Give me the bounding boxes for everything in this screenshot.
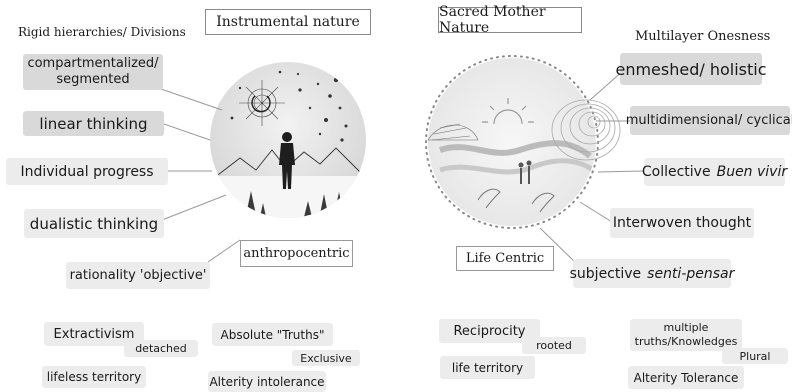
right-header-text: Sacred Mother Nature (439, 4, 581, 36)
label-rationality: rationality 'objective' (66, 262, 210, 289)
life-centric-text: Life Centric (466, 251, 544, 266)
label-multidimensional: multidimensional/ cyclical (630, 106, 790, 135)
label-linear-thinking: linear thinking (23, 111, 164, 136)
left-circle-illustration (200, 62, 380, 226)
label-absolute-truths: Absolute "Truths" (212, 323, 333, 346)
subjective-text: subjective (570, 266, 642, 282)
label-individual-progress: Individual progress (6, 158, 168, 185)
label-alterity-intolerance: Alterity intolerance (208, 371, 326, 392)
label-anthropocentric: anthropocentric (240, 240, 353, 267)
right-category: Multilayer Onesness (635, 29, 770, 44)
left-category: Rigid hierarchies/ Divisions (18, 25, 186, 39)
senti-pensar-text: senti-pensar (647, 266, 734, 282)
label-compartmentalized: compartmentalized/ segmented (23, 54, 163, 90)
right-header: Sacred Mother Nature (438, 7, 582, 33)
label-lifeless-territory: lifeless territory (42, 366, 146, 388)
label-interwoven-thought: Interwoven thought (610, 208, 754, 238)
collective-text: Collective (642, 164, 711, 180)
label-subjective: subjective senti-pensar (573, 259, 731, 288)
buen-vivir-text: Buen vivir (717, 164, 788, 180)
label-rooted: rooted (522, 337, 586, 354)
left-header: Instrumental nature (205, 9, 371, 35)
label-detached: detached (124, 340, 198, 357)
label-alterity-tolerance: Alterity Tolerance (628, 366, 744, 389)
left-header-text: Instrumental nature (216, 14, 360, 30)
label-enmeshed-holistic: enmeshed/ holistic (620, 53, 762, 85)
label-life-centric: Life Centric (456, 246, 554, 271)
anthropocentric-text: anthropocentric (243, 246, 349, 261)
label-multiple-truths: multiple truths/Knowledges (630, 319, 742, 351)
label-exclusive: Exclusive (292, 350, 360, 366)
label-collective: Collective Buen vivir (644, 158, 785, 186)
right-circle-illustration (426, 56, 620, 228)
label-life-territory: life territory (440, 356, 535, 379)
label-plural: Plural (722, 348, 788, 364)
label-dualistic-thinking: dualistic thinking (24, 209, 164, 238)
